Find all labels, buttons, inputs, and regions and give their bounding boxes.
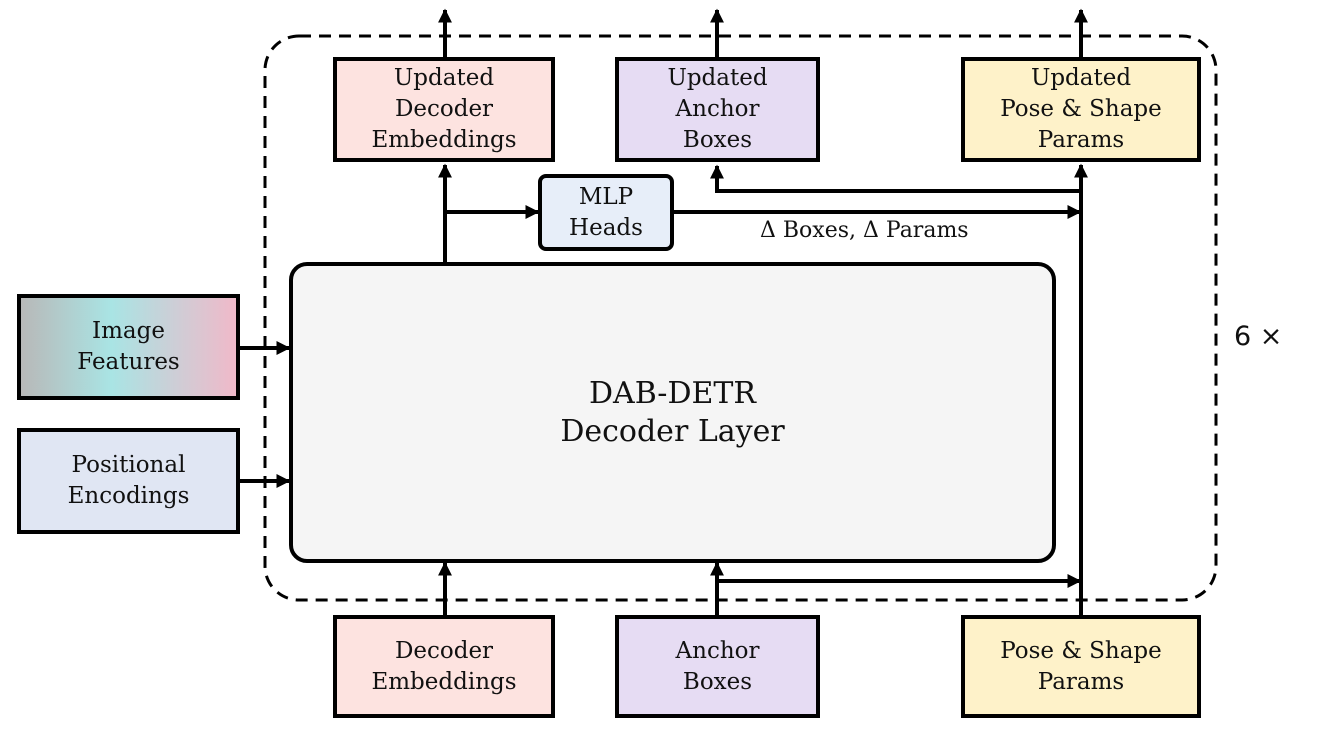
box-line: Features xyxy=(77,349,180,375)
box-line: Updated xyxy=(1030,65,1132,91)
dab-detr-decoder-layer-box: DAB-DETR Decoder Layer xyxy=(289,262,1056,563)
repeat-boundary xyxy=(263,34,1218,602)
pose-shape-params-box: Pose & Shape Params xyxy=(961,615,1201,718)
box-line: Updated xyxy=(393,65,495,91)
box-line: DAB-DETR xyxy=(588,375,756,411)
box-line: Params xyxy=(1037,668,1125,695)
box-line: Decoder Layer xyxy=(560,413,785,449)
decoder-embeddings-box: Decoder Embeddings xyxy=(333,615,555,718)
box-line: Updated xyxy=(667,65,768,91)
box-line: Boxes xyxy=(682,668,753,695)
box-line: Positional xyxy=(71,452,186,478)
box-line: Pose & Shape xyxy=(1000,96,1162,122)
delta-label: Δ Boxes, Δ Params xyxy=(760,218,969,243)
updated-pose-shape-box: Updated Pose & Shape Params xyxy=(961,57,1201,162)
box-line: Decoder xyxy=(394,96,494,122)
positional-encodings-box: Positional Encodings xyxy=(17,428,240,534)
box-line: MLP xyxy=(578,183,634,210)
updated-decoder-embeddings-box: Updated Decoder Embeddings xyxy=(333,57,555,162)
anchor-boxes-box: Anchor Boxes xyxy=(615,615,820,718)
box-line: Anchor xyxy=(675,96,760,122)
box-line: Decoder xyxy=(394,637,494,664)
mlp-heads-box: MLP Heads xyxy=(538,174,674,251)
box-line: Heads xyxy=(569,214,643,241)
image-features-box: Image Features xyxy=(17,294,240,400)
updated-anchor-boxes-box: Updated Anchor Boxes xyxy=(615,57,820,162)
box-line: Embeddings xyxy=(371,668,517,695)
box-line: Encodings xyxy=(67,483,190,509)
box-line: Image xyxy=(92,318,165,344)
box-line: Boxes xyxy=(682,127,753,153)
box-line: Anchor xyxy=(675,637,760,664)
box-line: Embeddings xyxy=(371,127,517,153)
box-line: Pose & Shape xyxy=(1000,637,1162,664)
trunk-to-anchor-arrow xyxy=(710,164,1081,193)
repeat-label: 6 × xyxy=(1234,321,1283,352)
box-line: Params xyxy=(1037,127,1125,153)
